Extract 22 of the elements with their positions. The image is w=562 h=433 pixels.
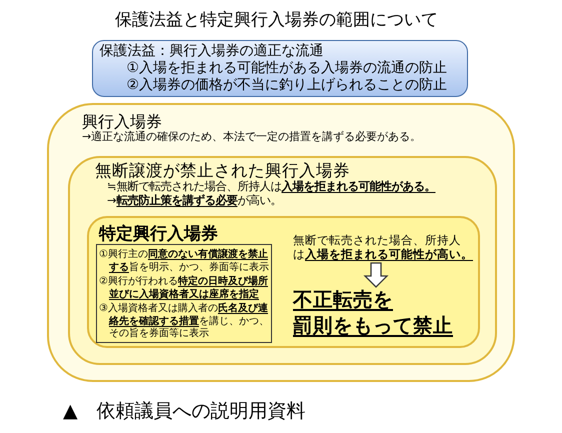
list-item-text: ①興行主の同意のない有償譲渡を禁止する旨を明示、かつ、券面等に表示 xyxy=(99,249,270,274)
body-text: →転売防止策を講ずる必要が高い。 xyxy=(107,194,282,208)
title-text: 保護法益と特定興行入場券の範囲について xyxy=(115,9,438,31)
panel-heading: 興行入場券 xyxy=(82,112,162,131)
list-item-text: ②興行が行われる特定の日時及び場所並びに入場資格者又は座席を指定 xyxy=(99,276,269,301)
info-panel xyxy=(92,40,468,97)
outer-scope-panel xyxy=(47,103,515,382)
list-item-text: ②入場券の価格が不当に釣り上げられることの防止 xyxy=(126,76,448,94)
panel-heading: 特定興行入場券 xyxy=(99,224,218,244)
body-text: ≒無断で転売された場合、所持人は入場を拒まれる可能性がある。 xyxy=(107,180,436,194)
conclusion-text: 不正転売を罰則をもって禁止 xyxy=(293,287,465,343)
list-item-text: ③入場資格者又は購入者の氏名及び連絡先を確認する措置を講じ、かつ、その旨を券面等に表示 xyxy=(99,303,270,340)
list-item-text: ①入場を拒まれる可能性がある入場券の流通の防止 xyxy=(126,60,448,76)
caption-text: ▲ 依頼議員への説明用資料 xyxy=(63,399,306,423)
block-arrow xyxy=(363,262,389,288)
body-text: →適正な流通の確保のため、本法で一定の措置を講ずる必要がある。 xyxy=(82,130,422,144)
requirements-box xyxy=(96,244,272,343)
note-text: 無断で転売された場合、所持人は入場を拒まれる可能性が高い。 xyxy=(293,233,477,263)
middle-scope-panel xyxy=(68,156,497,365)
inner-scope-panel xyxy=(87,216,480,348)
panel-heading: 保護法益：興行入場券の適正な流通 xyxy=(100,42,324,60)
panel-heading: 無断譲渡が禁止された興行入場券 xyxy=(95,161,350,180)
